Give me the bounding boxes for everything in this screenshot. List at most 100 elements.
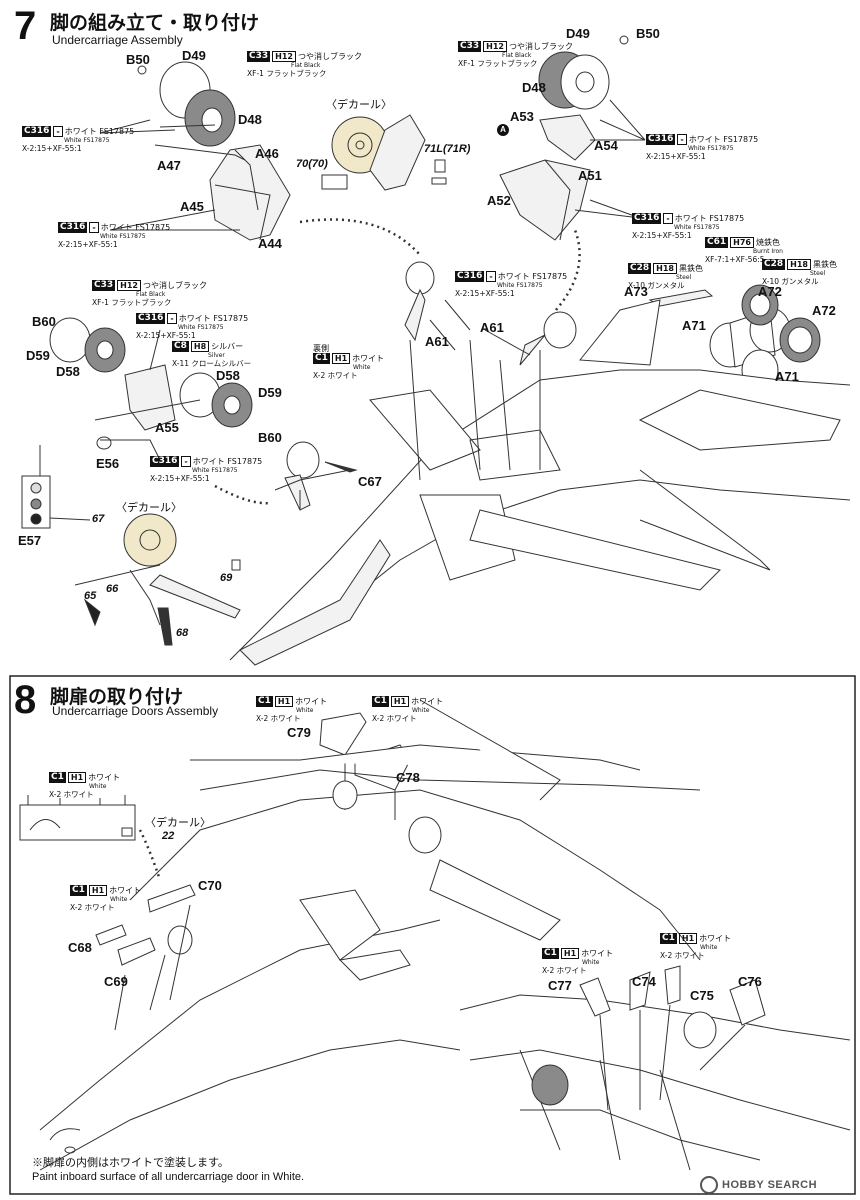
paint-code: C1 — [660, 932, 677, 944]
paint-code: C33 — [458, 40, 482, 52]
part-c75: C75 — [690, 988, 714, 1003]
paint-alt: X-2 ホワイト — [313, 371, 358, 380]
part-b50-left: B50 — [126, 52, 150, 67]
paint-h: H12 — [483, 40, 507, 52]
paint-jp: ホワイト — [88, 772, 121, 782]
paint-code: C1 — [542, 947, 559, 959]
note-en: Paint inboard surface of all undercarria… — [32, 1171, 305, 1183]
part-d59-left: D59 — [26, 348, 50, 363]
paint-h: H1 — [560, 947, 580, 959]
note-jp: ※脚扉の内側はホワイトで塗装します。 — [32, 1157, 229, 1169]
paint-jp: 黒鉄色 — [812, 259, 837, 269]
paint-code: C1 — [49, 771, 66, 783]
paint-code: C28 — [628, 262, 652, 274]
paint-en: White — [89, 783, 107, 790]
paint-jp: ホワイト FS17875 — [178, 313, 249, 323]
paint-code: C316 — [646, 133, 676, 145]
part-a52: A52 — [487, 193, 511, 208]
paint-h: H76 — [730, 236, 754, 248]
paint-en: White — [353, 364, 371, 371]
paint-alt: X-10 ガンメタル — [762, 277, 819, 286]
part-c68: C68 — [68, 940, 92, 955]
decal-label-nose-gear: 〈デカール〉 — [116, 502, 182, 514]
paint-code: C1 — [313, 352, 330, 364]
watermark: HOBBY SEARCH — [700, 1176, 817, 1194]
paint-en: Steel — [810, 270, 826, 277]
paint-alt: XF-7:1+XF-56:5 — [705, 255, 765, 264]
paint-h: - — [89, 221, 99, 233]
decal-label-nose-top: 〈デカール〉 — [326, 99, 392, 111]
paint-en: Flat Black — [291, 62, 321, 69]
paint-jp: ホワイト FS17875 — [100, 222, 171, 232]
part-b60-bottom: B60 — [258, 430, 282, 445]
step-7-title: 脚の組み立て・取り付け — [50, 12, 260, 34]
paint-alt: X-2:15+XF-55:1 — [22, 144, 82, 153]
paint-alt: X-2:15+XF-55:1 — [632, 231, 692, 240]
paint-alt: XF-1 フラットブラック — [92, 298, 172, 307]
decal-66: 66 — [106, 583, 119, 595]
decal-65: 65 — [84, 590, 97, 602]
paint-en: White — [296, 707, 314, 714]
paint-code: C61 — [705, 236, 729, 248]
paint-callout-c316-g: C316-ホワイト FS17875 White FS17875 X-2:15+X… — [150, 455, 262, 483]
paint-en: White FS17875 — [178, 324, 224, 331]
paint-callout-c316-f: C316-ホワイト FS17875 White FS17875 X-2:15+X… — [136, 312, 248, 340]
part-a61-left: A61 — [425, 334, 449, 349]
paint-h: H18 — [787, 258, 811, 270]
paint-en: White FS17875 — [192, 467, 238, 474]
paint-h: H1 — [274, 695, 294, 707]
paint-alt: X-2:15+XF-55:1 — [150, 474, 210, 483]
paint-h: - — [677, 133, 687, 145]
watermark-text: HOBBY SEARCH — [722, 1179, 818, 1191]
paint-code: C316 — [150, 455, 180, 467]
paint-en: White — [582, 959, 600, 966]
paint-code: C316 — [136, 312, 166, 324]
paint-alt: X-2:15+XF-55:1 — [455, 289, 515, 298]
paint-jp: ホワイト — [352, 353, 385, 363]
paint-en: White — [110, 896, 128, 903]
paint-h: H1 — [390, 695, 410, 707]
paint-en: White FS17875 — [688, 145, 734, 152]
paint-jp: ホワイト FS17875 — [497, 271, 568, 281]
part-d49-right: D49 — [566, 26, 590, 41]
watermark-logo-icon — [700, 1176, 718, 1194]
paint-alt: X-10 ガンメタル — [628, 281, 685, 290]
paint-callout-c316-a: C316-ホワイト FS17875 White FS17875 X-2:15+X… — [22, 125, 134, 153]
step-7-subtitle: Undercarriage Assembly — [52, 33, 183, 47]
paint-callout-c316-d: C316-ホワイト FS17875 White FS17875 X-2:15+X… — [632, 212, 744, 240]
paint-h: - — [167, 312, 177, 324]
paint-code: C28 — [762, 258, 786, 270]
paint-h: - — [486, 270, 496, 282]
paint-h: H12 — [272, 50, 296, 62]
paint-h: - — [663, 212, 673, 224]
part-d49-left: D49 — [182, 48, 206, 63]
paint-code: C316 — [22, 125, 52, 137]
paint-h: H1 — [678, 932, 698, 944]
step-8-subtitle: Undercarriage Doors Assembly — [52, 704, 219, 718]
paint-alt: XF-1 フラットブラック — [458, 59, 538, 68]
part-d59-right: D59 — [258, 385, 282, 400]
part-d48-left: D48 — [238, 112, 262, 127]
paint-code: C33 — [92, 279, 116, 291]
reverse-side-label: 裏側 — [313, 344, 329, 353]
part-a51: A51 — [578, 168, 602, 183]
decal-69: 69 — [220, 572, 233, 584]
callout-a-marker: A — [497, 124, 509, 136]
part-a44: A44 — [258, 236, 282, 251]
part-b60-top: B60 — [32, 314, 56, 329]
paint-jp: 焼鉄色 — [755, 237, 780, 247]
decal-70: 70(70) — [296, 158, 328, 170]
paint-alt: X-2 ホワイト — [256, 714, 301, 723]
paint-en: Steel — [676, 274, 692, 281]
decal-22: 22 — [162, 830, 175, 842]
paint-en: Silver — [208, 352, 225, 359]
paint-h: H1 — [331, 352, 351, 364]
